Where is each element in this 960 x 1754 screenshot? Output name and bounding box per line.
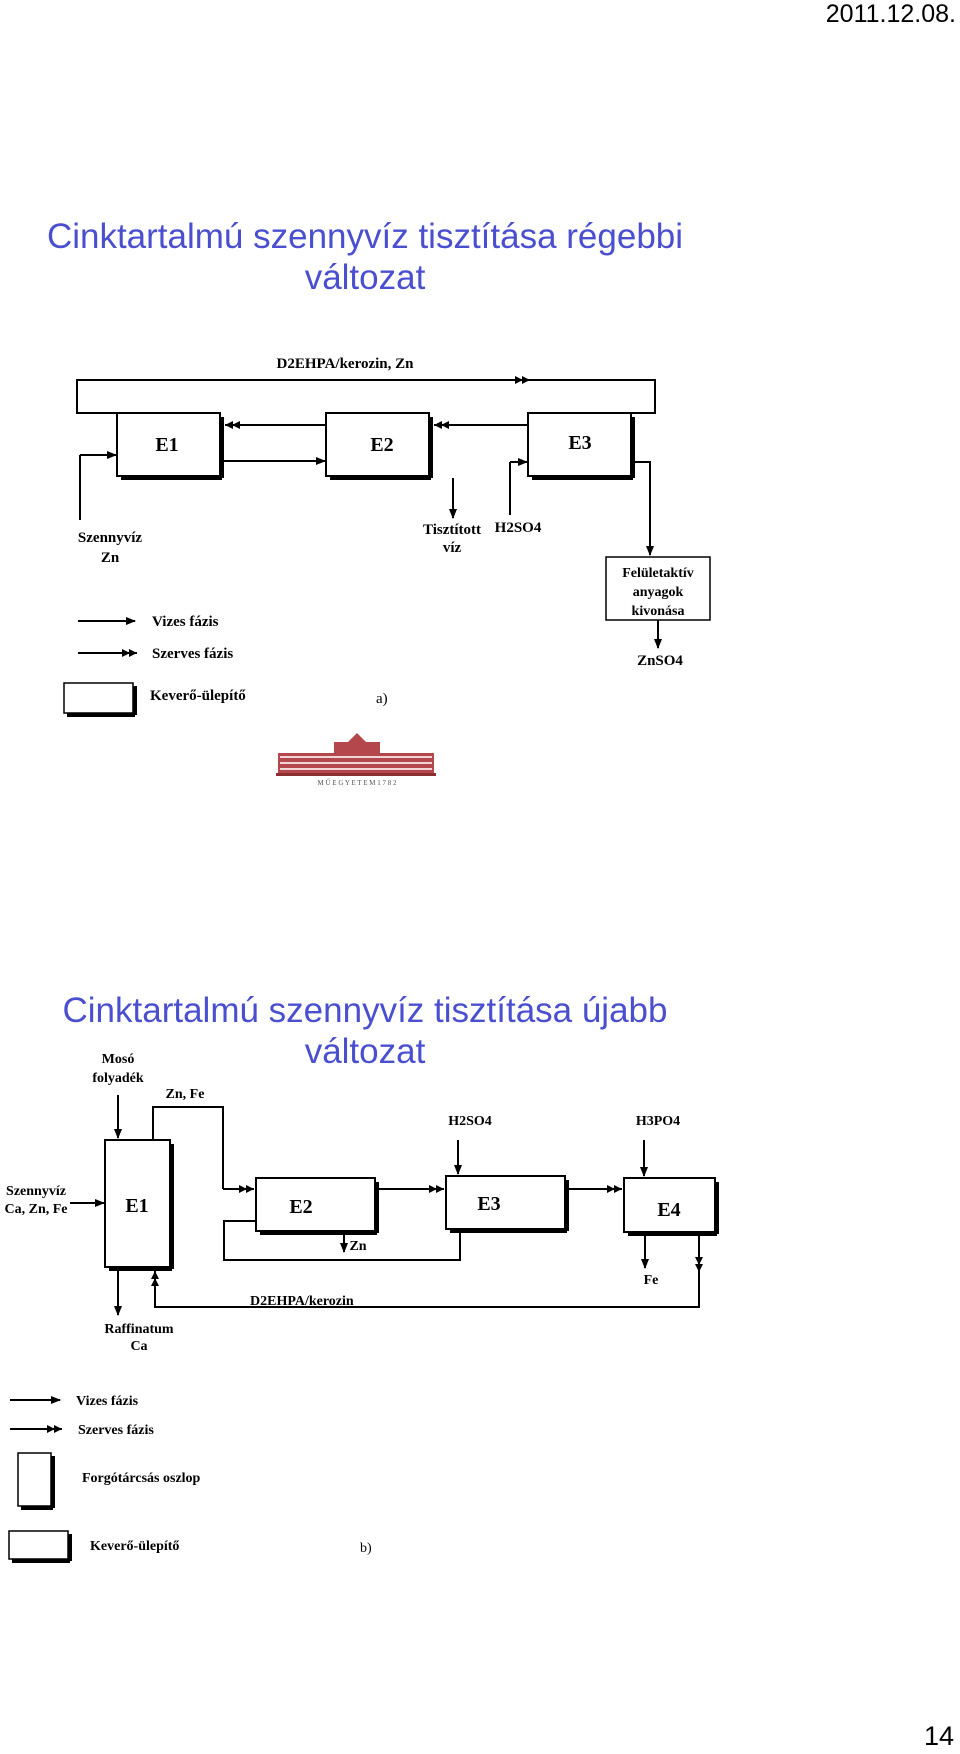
diagram-a: D2EHPA/kerozin, Zn E1 E2 E3 Szennyvíz Zn… bbox=[63, 356, 711, 787]
unit-e3-label: E3 bbox=[568, 432, 591, 454]
slide1-title-line2: változat bbox=[304, 258, 426, 297]
top-stream-label: D2EHPA/kerozin, Zn bbox=[277, 356, 415, 372]
legend-b-mixer-box bbox=[8, 1530, 72, 1563]
inlet-label-1: Szennyvíz bbox=[78, 530, 143, 546]
unit-e3: E3 bbox=[527, 412, 635, 480]
unit-e1: E1 bbox=[116, 412, 224, 480]
acid1-label: H2SO4 bbox=[448, 1114, 492, 1129]
acid2-label: H3PO4 bbox=[636, 1114, 680, 1129]
unit-e4b-label: E4 bbox=[657, 1199, 680, 1221]
acid-label: H2SO4 bbox=[495, 520, 542, 536]
legend-column-box bbox=[17, 1452, 55, 1510]
slide1-title: Cinktartalmú szennyvíz tisztítása régebb… bbox=[0, 216, 730, 298]
outlet-label-2: víz bbox=[443, 540, 462, 556]
legend-mixer-label: Keverő-ülepítő bbox=[150, 688, 246, 704]
zn-out-label: Zn bbox=[349, 1239, 366, 1254]
raffinate-label-1: Raffinatum bbox=[104, 1322, 174, 1337]
unit-e1-label: E1 bbox=[155, 434, 178, 456]
slide2-title: Cinktartalmú szennyvíz tisztítása újabb … bbox=[0, 990, 730, 1072]
unit-e3b-label: E3 bbox=[477, 1193, 500, 1215]
unit-e2-label: E2 bbox=[370, 434, 393, 456]
unit-e1-column: E1 bbox=[104, 1139, 174, 1271]
inlet-label-2: Zn bbox=[101, 550, 120, 566]
unit-e4b: E4 bbox=[623, 1177, 719, 1236]
logo-text: M Ű E G Y E T E M 1 7 8 2 bbox=[318, 779, 397, 787]
surfactant-line-1: Felületaktív bbox=[622, 566, 694, 581]
inlet-b-label-1: Szennyvíz bbox=[6, 1184, 66, 1199]
raffinate-label-2: Ca bbox=[130, 1339, 147, 1354]
legend-b-aqueous-label: Vizes fázis bbox=[76, 1394, 139, 1409]
surfactant-line-3: kivonása bbox=[632, 604, 685, 619]
product-label: ZnSO4 bbox=[637, 653, 683, 669]
wash-label-2: folyadék bbox=[92, 1071, 144, 1086]
slide1-title-line1: Cinktartalmú szennyvíz tisztítása régebb… bbox=[46, 217, 684, 256]
legend-mixer-box bbox=[63, 682, 137, 717]
date-header: 2011.12.08. bbox=[825, 0, 956, 28]
slide2-title-line1: Cinktartalmú szennyvíz tisztítása újabb bbox=[62, 991, 668, 1030]
page-number: 14 bbox=[923, 1721, 954, 1751]
university-logo: M Ű E G Y E T E M 1 7 8 2 bbox=[276, 733, 436, 787]
outlet-label-1: Tisztított bbox=[423, 522, 481, 538]
caption-b: b) bbox=[360, 1541, 372, 1556]
legend-aqueous-label: Vizes fázis bbox=[152, 614, 219, 630]
slide2-title-line2: változat bbox=[304, 1032, 426, 1071]
surfactant-line-2: anyagok bbox=[633, 585, 684, 600]
unit-e1b-label: E1 bbox=[125, 1195, 148, 1217]
legend-b-organic-label: Szerves fázis bbox=[78, 1423, 154, 1438]
zn-fe-label: Zn, Fe bbox=[166, 1087, 205, 1102]
legend-column-label: Forgótárcsás oszlop bbox=[82, 1471, 201, 1486]
unit-e3b: E3 bbox=[445, 1175, 569, 1233]
unit-e2: E2 bbox=[325, 412, 433, 480]
unit-e2b-label: E2 bbox=[289, 1196, 312, 1218]
inlet-b-label-2: Ca, Zn, Fe bbox=[5, 1202, 68, 1217]
fe-out-label: Fe bbox=[644, 1273, 659, 1288]
caption-a: a) bbox=[376, 691, 388, 707]
unit-e2b: E2 bbox=[255, 1177, 379, 1235]
solvent-stream-label: D2EHPA/kerozin bbox=[250, 1294, 354, 1309]
legend-b-mixer-label: Keverő-ülepítő bbox=[90, 1539, 179, 1554]
surfactant-box: Felületaktív anyagok kivonása bbox=[605, 556, 711, 621]
legend-organic-label: Szerves fázis bbox=[152, 646, 233, 662]
